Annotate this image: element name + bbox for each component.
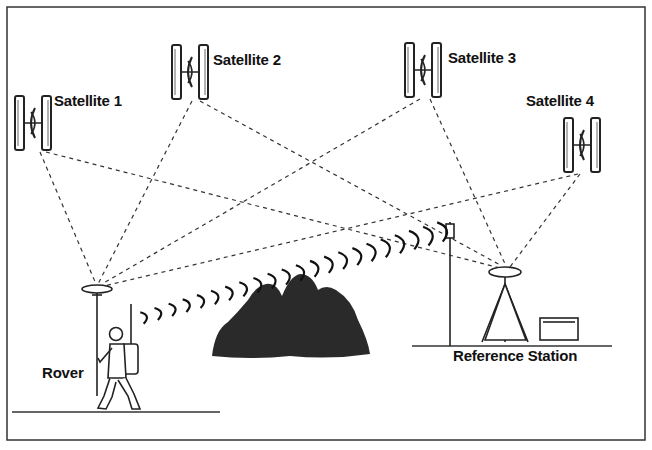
wave-arc: [310, 261, 318, 277]
wave-arc: [183, 299, 190, 312]
wave-arc: [367, 244, 376, 261]
satellite-icon: [15, 96, 51, 150]
station-label: Rover: [42, 365, 84, 382]
wave-arc: [211, 291, 218, 304]
satellite-label: Satellite 2: [213, 52, 281, 69]
ground: [12, 411, 220, 413]
wave-arc: [381, 240, 390, 258]
satellite-icon: [405, 43, 441, 97]
station-label: Reference Station: [453, 348, 577, 365]
wave-arc: [338, 252, 347, 269]
mountains: [212, 274, 370, 358]
wave-arc: [437, 222, 447, 241]
reference-station-figure: [446, 222, 578, 346]
satellite-icon: [564, 118, 600, 172]
radio-waves: [140, 222, 447, 323]
satellite-icon: [172, 45, 208, 99]
wave-arc: [423, 227, 433, 246]
signal-lines: [40, 99, 580, 286]
wave-arc: [282, 270, 290, 285]
wave-arc: [155, 308, 162, 320]
rover-figure: [82, 285, 140, 409]
satellite-label: Satellite 3: [448, 50, 516, 67]
wave-arc: [409, 231, 418, 250]
wave-arc: [324, 257, 333, 273]
wave-arc: [253, 278, 261, 293]
wave-arc: [395, 235, 404, 253]
wave-arc: [296, 265, 304, 281]
frame: [7, 7, 645, 440]
wave-arc: [169, 304, 176, 316]
wave-arc: [197, 295, 204, 308]
wave-arc: [225, 287, 232, 301]
satellite-label: Satellite 1: [54, 93, 122, 110]
ground: [412, 345, 612, 347]
wave-arc: [268, 274, 276, 289]
wave-arc: [140, 312, 147, 324]
wave-arc: [352, 248, 361, 265]
wave-arc: [239, 282, 247, 296]
satellite-label: Satellite 4: [526, 93, 594, 110]
